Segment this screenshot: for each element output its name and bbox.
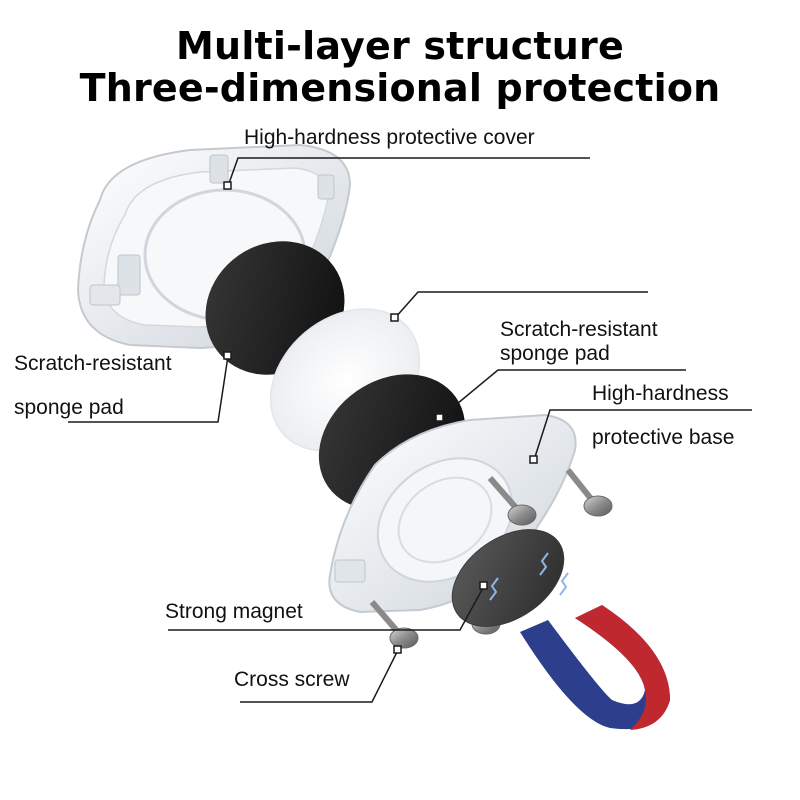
leader-lines [68,157,752,703]
label-sponge-pad-left-line1: Scratch-resistant [14,352,172,375]
title-line-1: Multi-layer structure [176,24,624,68]
label-protective-base-line1: High-hardness [592,382,729,405]
title-line-2: Three-dimensional protection [79,66,721,110]
label-sponge-pad-right-line1: Scratch-resistant [500,318,658,341]
label-sponge-pad-left-line2: sponge pad [14,396,124,419]
magnet-disc [451,529,565,627]
label-cross-screw: Cross screw [234,668,350,691]
label-sponge-pad-right-line2: sponge pad [500,342,610,365]
label-strong-magnet: Strong magnet [165,600,303,623]
label-protective-cover: High-hardness protective cover [244,126,535,149]
screw-icon [487,468,613,526]
sparks-icon [489,552,569,601]
magnet-icon [520,595,670,730]
label-protective-base-line2: protective base [592,426,735,449]
